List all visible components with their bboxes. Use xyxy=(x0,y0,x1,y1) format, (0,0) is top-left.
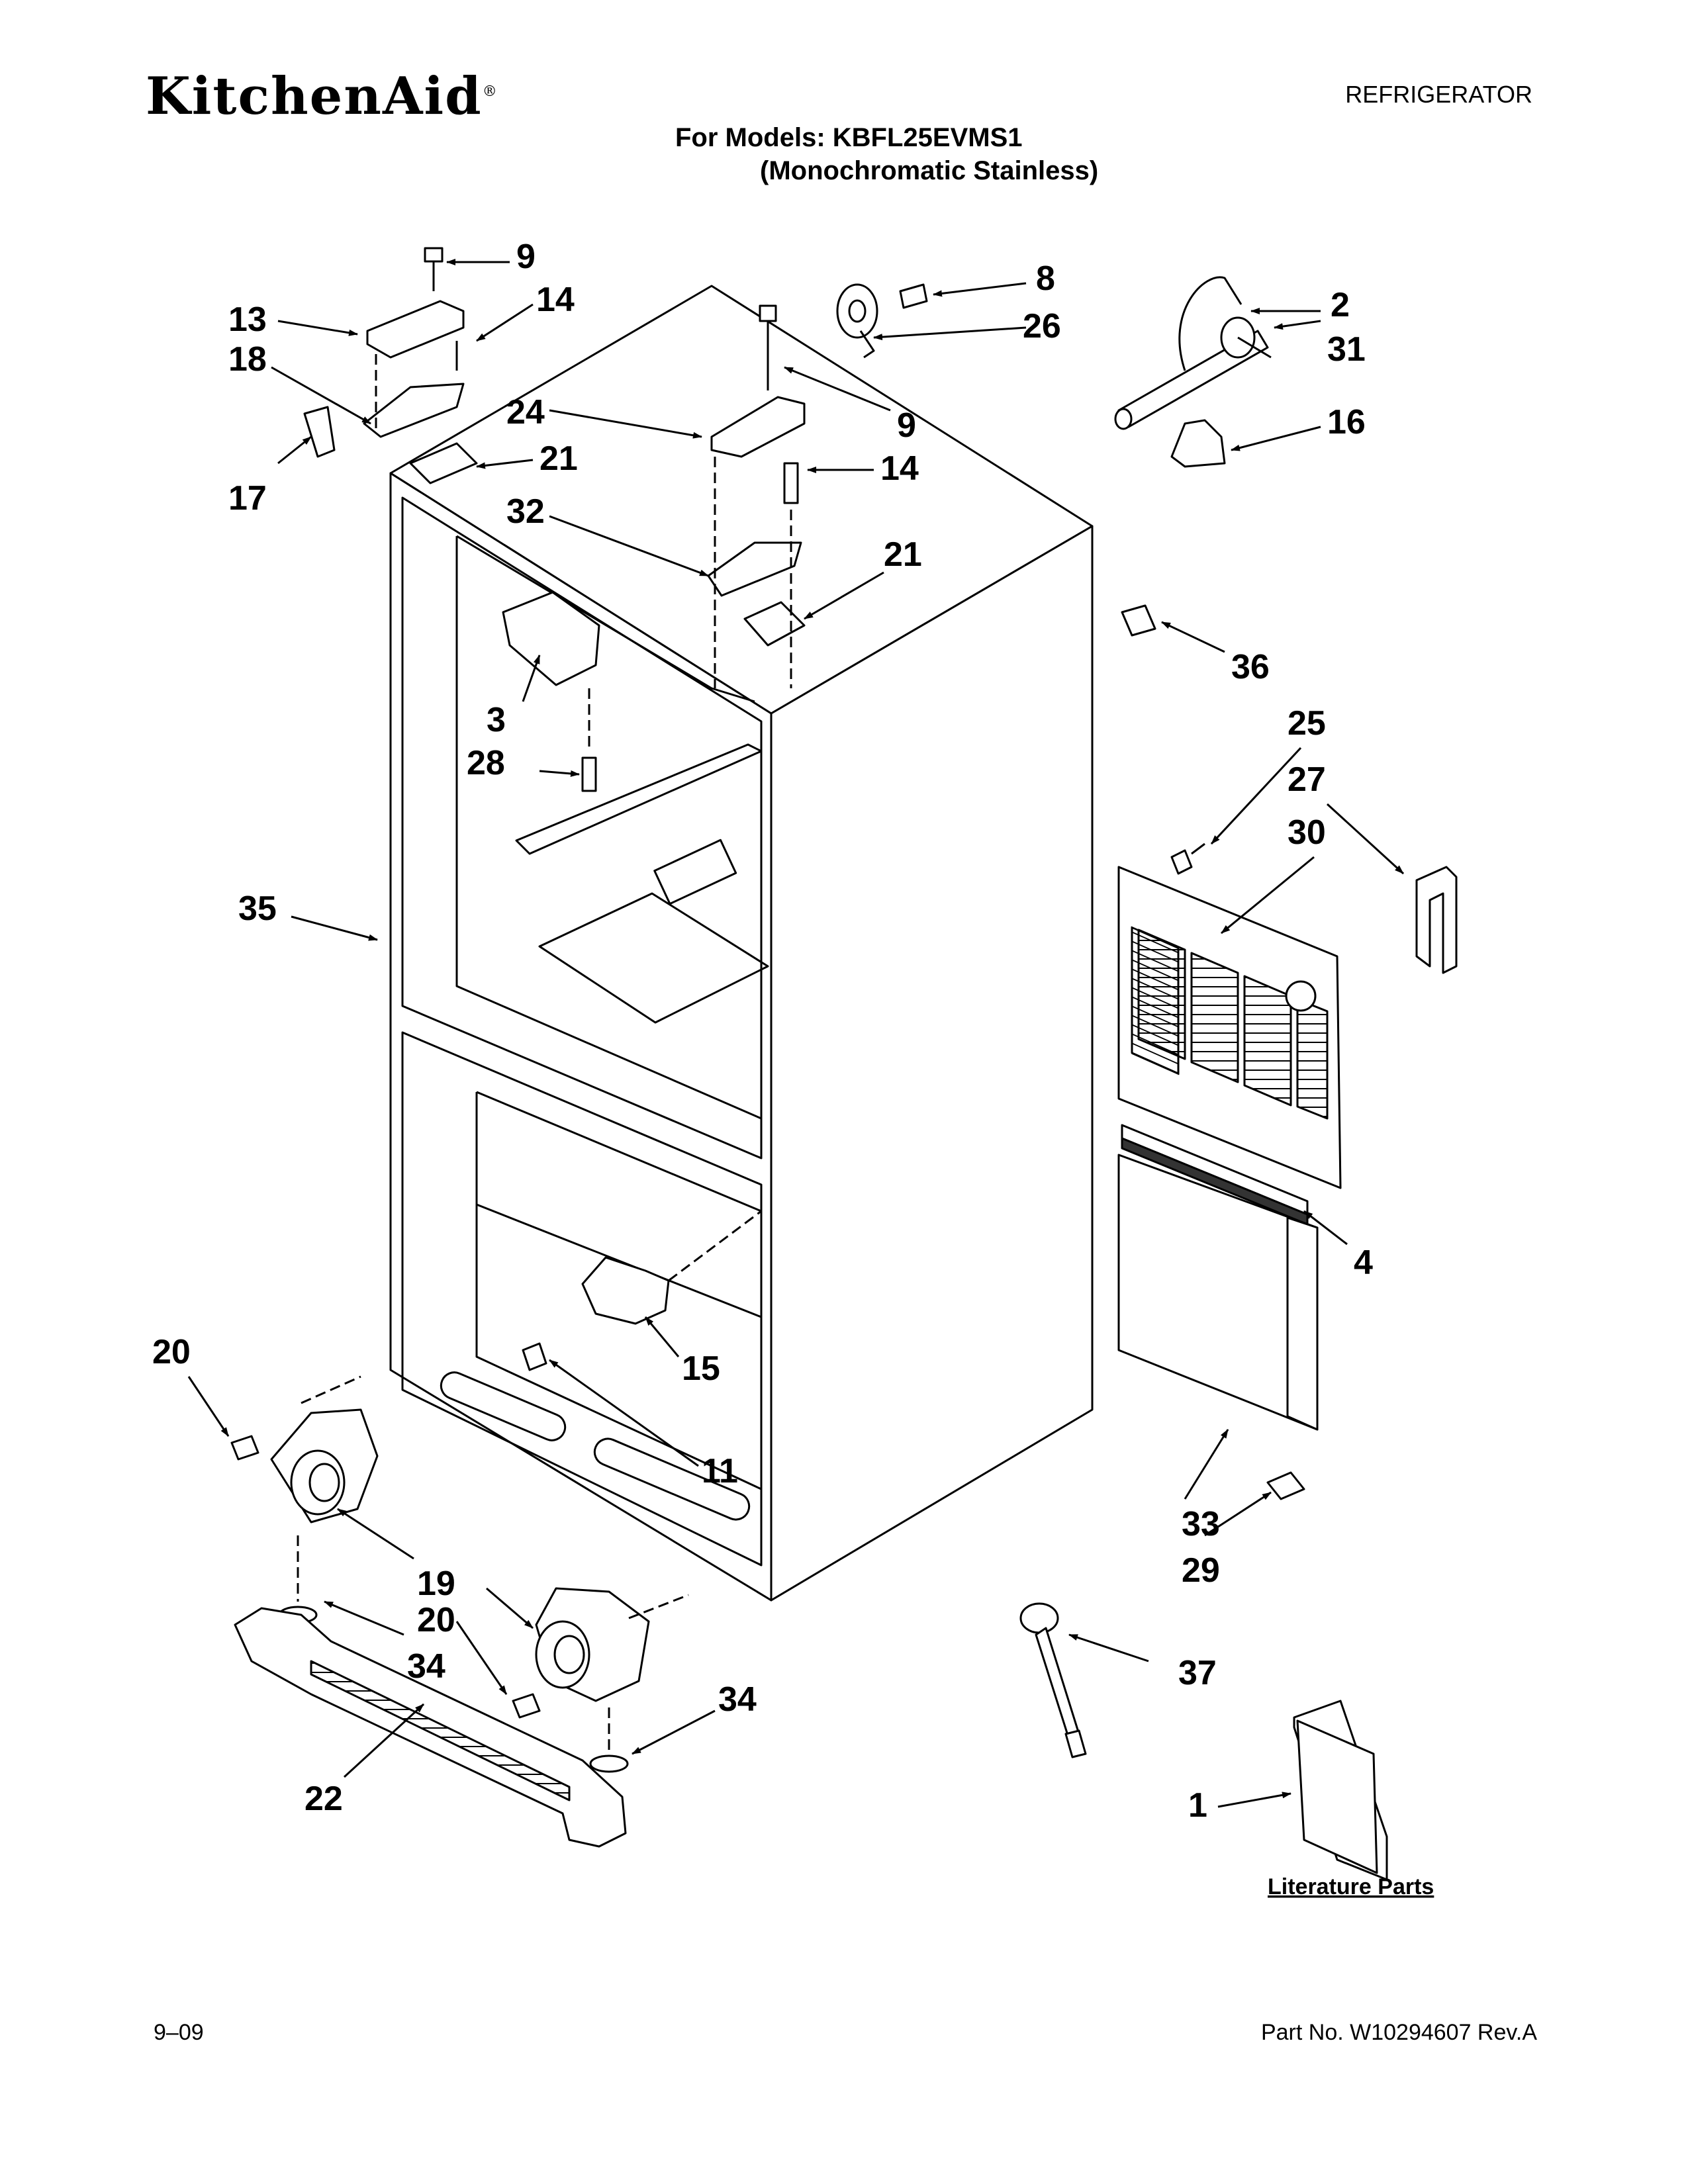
callout-31: 31 xyxy=(1327,330,1366,369)
callout-35: 35 xyxy=(238,889,277,928)
callout-15: 15 xyxy=(682,1349,720,1388)
part-16-clip xyxy=(1170,419,1226,468)
callout-29: 29 xyxy=(1182,1551,1220,1590)
roller-left-assembly xyxy=(230,1375,379,1624)
top-hinge-left-assembly xyxy=(303,247,478,484)
literature-parts-label: Literature Parts xyxy=(1268,1874,1434,1899)
callout-1: 1 xyxy=(1188,1786,1207,1825)
part-27-cover xyxy=(1415,866,1458,974)
callout-16: 16 xyxy=(1327,403,1366,441)
callout-18: 18 xyxy=(228,340,267,379)
models-line: For Models: KBFL25EVMS1 xyxy=(675,123,1023,152)
callout-8: 8 xyxy=(1036,259,1055,298)
part-30-grille xyxy=(1117,842,1342,1226)
callout-20-right: 20 xyxy=(417,1601,455,1639)
callout-34-right: 34 xyxy=(718,1680,757,1719)
callout-25: 25 xyxy=(1288,704,1326,743)
callout-32: 32 xyxy=(506,492,545,531)
callout-13: 13 xyxy=(228,300,267,339)
callout-33: 33 xyxy=(1182,1505,1220,1543)
callout-17: 17 xyxy=(228,479,267,518)
literature-booklet xyxy=(1293,1700,1388,1881)
part-37-wand xyxy=(1019,1602,1087,1758)
callout-22: 22 xyxy=(305,1780,343,1818)
roller-right-assembly xyxy=(512,1587,689,1773)
part-22-base-grille xyxy=(234,1607,627,1848)
callout-24: 24 xyxy=(506,393,545,432)
callout-2: 2 xyxy=(1331,286,1350,324)
part-11-screw xyxy=(522,1342,547,1371)
finish-line: (Monochromatic Stainless) xyxy=(760,156,1099,185)
revision-date: 9–09 xyxy=(154,2020,204,2045)
callout-9-center: 9 xyxy=(897,406,916,445)
callout-19: 19 xyxy=(417,1565,455,1603)
cabinet-shell xyxy=(389,285,1094,1602)
callout-21-center: 21 xyxy=(884,535,922,574)
brand-logo: KitchenAid® xyxy=(146,66,498,126)
part-31-tube-assembly xyxy=(1114,276,1272,430)
callout-34-left: 34 xyxy=(407,1647,445,1686)
part-15-bracket xyxy=(581,1256,670,1325)
callout-14-center: 14 xyxy=(880,449,919,488)
callout-11: 11 xyxy=(702,1452,738,1490)
part-3-bracket xyxy=(502,591,600,792)
part-36-cap xyxy=(1121,604,1156,637)
category-label: REFRIGERATOR xyxy=(1345,81,1532,108)
part-26-bracket xyxy=(836,283,928,359)
part-number: Part No. W10294607 Rev.A xyxy=(1260,2020,1537,2045)
callout-9-top-left: 9 xyxy=(516,238,536,276)
callout-26: 26 xyxy=(1023,307,1061,345)
callout-20-left: 20 xyxy=(152,1333,191,1371)
callout-labels: 9 13 14 18 17 21 8 26 24 9 14 32 21 2 31… xyxy=(152,238,1434,1899)
callout-21-top-left: 21 xyxy=(539,439,578,478)
top-hinge-center-assembly xyxy=(707,304,806,688)
callout-37: 37 xyxy=(1178,1654,1217,1692)
callout-28: 28 xyxy=(467,744,505,782)
part-29-clip xyxy=(1266,1471,1305,1500)
callout-14-top-left: 14 xyxy=(536,281,575,319)
callout-27: 27 xyxy=(1288,760,1326,799)
callout-3: 3 xyxy=(487,701,506,739)
callout-30: 30 xyxy=(1288,813,1326,852)
callout-4: 4 xyxy=(1354,1244,1373,1282)
part-33-base-panel xyxy=(1117,1154,1319,1431)
callout-36: 36 xyxy=(1231,648,1270,686)
